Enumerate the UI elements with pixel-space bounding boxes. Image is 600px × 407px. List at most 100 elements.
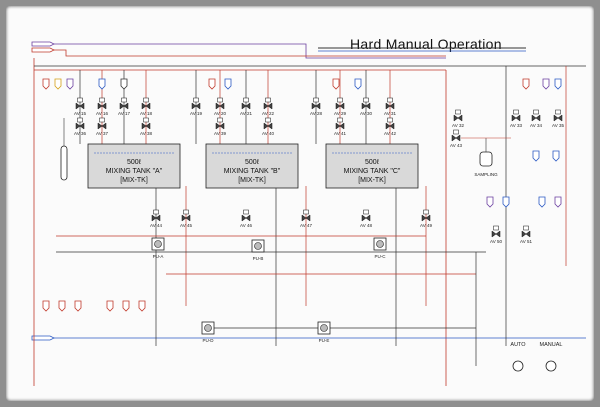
- valve-array: AV 15 AV 16 AV 17 AV 18 AV 19 AV 20 AV 21 AV 22…: [74, 97, 564, 244]
- valve-5[interactable]: AV 19: [190, 97, 202, 116]
- inlet-marker-11: [542, 78, 550, 90]
- inlet-marker-8: [332, 78, 340, 90]
- pump-pu-c-label: PU-C: [375, 254, 387, 259]
- inlet-marker-2: [54, 78, 62, 90]
- valve-23[interactable]: AV 42: [384, 117, 396, 136]
- level-gauge: [60, 118, 68, 181]
- pump-pu-d[interactable]: PU-D: [201, 321, 215, 343]
- pump-pu-b[interactable]: PU-B: [251, 239, 265, 261]
- inlet-marker-18: [554, 196, 562, 208]
- valve-9[interactable]: AV 28: [310, 97, 322, 116]
- pump-pu-b-label: PU-B: [253, 256, 264, 261]
- valve-tag: AV 19: [190, 111, 202, 116]
- valve-tag: AV 48: [360, 223, 372, 228]
- tank-c-tag: [MIX-TK]: [358, 177, 386, 184]
- valve-11[interactable]: AV 30: [360, 97, 372, 116]
- inlet-marker-14: [552, 150, 560, 162]
- inlet-marker-24: [138, 300, 146, 312]
- pump-pu-a-label: PU-A: [153, 254, 164, 259]
- control-panel: Hard Manual Operation: [6, 6, 594, 401]
- tank-a-volume: 500ℓ: [127, 159, 142, 166]
- valve-21[interactable]: AV 40: [262, 117, 274, 136]
- valve-27[interactable]: AV 46: [240, 209, 252, 228]
- sampling-vessel: SAMPLING: [461, 137, 511, 177]
- mixing-tank-c: 500ℓ MIXING TANK "C" [MIX-TK]: [325, 143, 419, 189]
- valve-tag: AV 16: [96, 111, 108, 116]
- tank-c-volume: 500ℓ: [365, 159, 380, 166]
- valve-16[interactable]: AV 35: [552, 109, 564, 128]
- mode-auto-socket[interactable]: [512, 360, 524, 372]
- valve-tag: AV 32: [452, 123, 464, 128]
- valve-tag: AV 29: [334, 111, 346, 116]
- valve-tag: AV 30: [360, 111, 372, 116]
- tank-c-name: MIXING TANK "C": [344, 168, 401, 175]
- inlet-marker-5: [120, 78, 128, 90]
- valve-32[interactable]: AV 51: [520, 225, 532, 244]
- valve-13[interactable]: AV 32: [452, 109, 464, 128]
- valve-tag: AV 22: [262, 111, 274, 116]
- valve-14[interactable]: AV 33: [510, 109, 522, 128]
- valve-26[interactable]: AV 45: [180, 209, 192, 228]
- inlet-marker-9: [354, 78, 362, 90]
- inlet-marker-22: [106, 300, 114, 312]
- mixing-tank-b: 500ℓ MIXING TANK "B" [MIX-TK]: [205, 143, 299, 189]
- valve-tag: AV 49: [420, 223, 432, 228]
- valve-2[interactable]: AV 16: [96, 97, 108, 116]
- inlet-marker-4: [98, 78, 106, 90]
- inlet-arrows: [31, 41, 55, 341]
- inlet-marker-15: [486, 196, 494, 208]
- valve-tag: AV 20: [214, 111, 226, 116]
- valve-30[interactable]: AV 49: [420, 209, 432, 228]
- inlet-marker-10: [522, 78, 530, 90]
- valve-tag: AV 15: [74, 111, 86, 116]
- inlet-marker-16: [502, 196, 510, 208]
- valve-12[interactable]: AV 31: [384, 97, 396, 116]
- tank-a-name: MIXING TANK "A": [106, 168, 163, 175]
- inlet-marker-7: [224, 78, 232, 90]
- pump-pu-c[interactable]: PU-C: [373, 237, 387, 259]
- valve-24[interactable]: AV 43: [450, 129, 462, 148]
- valve-tag: AV 51: [520, 239, 532, 244]
- valve-18[interactable]: AV 37: [96, 117, 108, 136]
- valve-tag: AV 42: [384, 131, 396, 136]
- valve-7[interactable]: AV 21: [240, 97, 252, 116]
- valve-25[interactable]: AV 44: [150, 209, 162, 228]
- valve-tag: AV 18: [140, 111, 152, 116]
- valve-tag: AV 17: [118, 111, 130, 116]
- valve-22[interactable]: AV 41: [334, 117, 346, 136]
- valve-15[interactable]: AV 34: [530, 109, 542, 128]
- inlet-marker-6: [208, 78, 216, 90]
- valve-17[interactable]: AV 36: [74, 117, 86, 136]
- valve-10[interactable]: AV 29: [334, 97, 346, 116]
- valve-tag: AV 38: [140, 131, 152, 136]
- pump-pu-e[interactable]: PU-E: [317, 321, 331, 343]
- mode-auto-label: AUTO: [510, 342, 526, 348]
- valve-1[interactable]: AV 15: [74, 97, 86, 116]
- valve-20[interactable]: AV 39: [214, 117, 226, 136]
- pump-pu-e-label: PU-E: [319, 338, 330, 343]
- inlet-marker-13: [532, 150, 540, 162]
- tank-b-name: MIXING TANK "B": [224, 168, 281, 175]
- valve-6[interactable]: AV 20: [214, 97, 226, 116]
- mixing-tank-a: 500ℓ MIXING TANK "A" [MIX-TK]: [87, 143, 181, 189]
- mode-manual-label: MANUAL: [540, 342, 563, 348]
- inlet-marker-20: [58, 300, 66, 312]
- valve-29[interactable]: AV 48: [360, 209, 372, 228]
- valve-31[interactable]: AV 50: [490, 225, 502, 244]
- valve-19[interactable]: AV 38: [140, 117, 152, 136]
- valve-28[interactable]: AV 47: [300, 209, 312, 228]
- mode-manual-socket[interactable]: [545, 360, 557, 372]
- pump-pu-a[interactable]: PU-A: [151, 237, 165, 259]
- sampling-label: SAMPLING: [474, 172, 498, 177]
- inlet-marker-23: [122, 300, 130, 312]
- valve-tag: AV 44: [150, 223, 162, 228]
- valve-4[interactable]: AV 18: [140, 97, 152, 116]
- pump-pu-d-label: PU-D: [203, 338, 215, 343]
- valve-8[interactable]: AV 22: [262, 97, 274, 116]
- piping-diagram: 500ℓ MIXING TANK "A" [MIX-TK] 500ℓ MIXIN…: [31, 41, 586, 386]
- valve-tag: AV 31: [384, 111, 396, 116]
- valve-tag: AV 39: [214, 131, 226, 136]
- valve-3[interactable]: AV 17: [118, 97, 130, 116]
- valve-tag: AV 34: [530, 123, 542, 128]
- valve-tag: AV 45: [180, 223, 192, 228]
